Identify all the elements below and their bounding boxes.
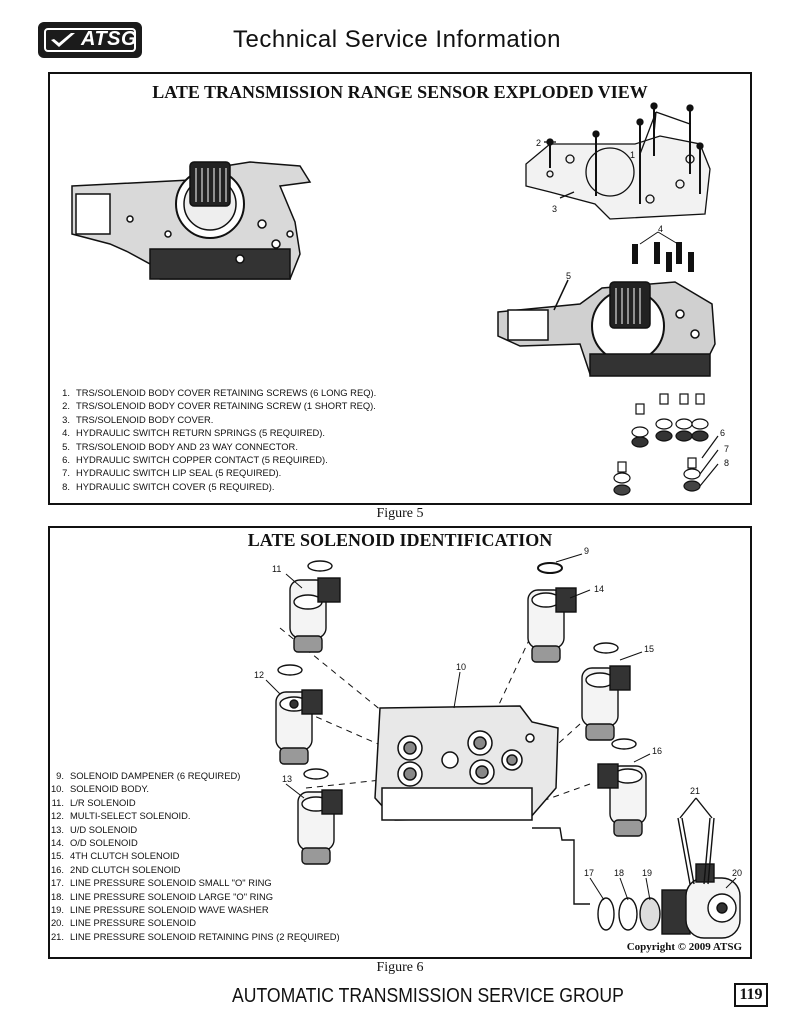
solenoid-14-drawing xyxy=(527,562,577,663)
legend-item: 16.2ND CLUTCH SOLENOID xyxy=(50,863,181,875)
page-header-title: Technical Service Information xyxy=(233,26,561,53)
legend-item: 8.HYDRAULIC SWITCH COVER (5 REQUIRED). xyxy=(62,480,275,492)
callout-20: 20 xyxy=(732,868,742,878)
line-pressure-solenoid-drawing xyxy=(532,797,741,939)
trs-body-drawing xyxy=(497,279,716,377)
callout-17: 17 xyxy=(584,868,594,878)
copyright-notice: Copyright © 2009 ATSG xyxy=(626,941,742,953)
figure6-legend: 9.SOLENOID DAMPENER (6 REQUIRED) 10.SOLE… xyxy=(46,769,340,943)
callout-5: 5 xyxy=(566,271,571,281)
figure5-title: LATE TRANSMISSION RANGE SENSOR EXPLODED … xyxy=(152,82,648,102)
legend-item: 4.HYDRAULIC SWITCH RETURN SPRINGS (5 REQ… xyxy=(62,427,325,439)
solenoid-16-drawing xyxy=(597,738,647,837)
callout-11: 11 xyxy=(272,564,281,574)
callout-16: 16 xyxy=(652,746,662,756)
solenoid-11-drawing xyxy=(289,560,341,653)
legend-item: 17.LINE PRESSURE SOLENOID SMALL "O" RING xyxy=(50,877,272,889)
solenoid-12-drawing xyxy=(275,664,323,765)
legend-item: 12.MULTI-SELECT SOLENOID. xyxy=(50,810,191,822)
callout-13: 13 xyxy=(282,774,292,784)
callout-leaders xyxy=(265,553,737,901)
callout-9: 9 xyxy=(584,546,589,556)
legend-item: 15.4TH CLUTCH SOLENOID xyxy=(50,850,180,862)
callout-18: 18 xyxy=(614,868,624,878)
legend-item: 14.O/D SOLENOID xyxy=(50,837,138,849)
legend-item: 20.LINE PRESSURE SOLENOID xyxy=(50,917,197,929)
figure5-caption: Figure 5 xyxy=(376,506,424,521)
trs-assembly-drawing xyxy=(71,161,312,280)
hydraulic-switch-parts-drawing xyxy=(613,393,719,496)
legend-item: 3.TRS/SOLENOID BODY COVER. xyxy=(62,413,214,425)
legend-item: 7.HYDRAULIC SWITCH LIP SEAL (5 REQUIRED)… xyxy=(62,467,282,479)
solenoid-identification-illustration: 9 10 11 12 13 14 15 16 17 18 19 20 21 xyxy=(254,546,742,939)
callout-19: 19 xyxy=(642,868,652,878)
footer-title: AUTOMATIC TRANSMISSION SERVICE GROUP xyxy=(232,985,624,1007)
logo-text: ATSG xyxy=(81,28,138,50)
atsg-logo: ATSG xyxy=(38,22,142,58)
callout-10: 10 xyxy=(456,662,466,672)
solenoid-15-drawing xyxy=(581,642,631,741)
legend-item: 9.SOLENOID DAMPENER (6 REQUIRED) xyxy=(56,770,241,781)
solenoid-13-drawing xyxy=(297,768,343,865)
callout-21: 21 xyxy=(690,786,700,796)
callout-7: 7 xyxy=(724,444,729,454)
checkmark-icon xyxy=(51,33,75,47)
legend-item: 5.TRS/SOLENOID BODY AND 23 WAY CONNECTOR… xyxy=(62,440,298,452)
callout-15: 15 xyxy=(644,644,654,654)
solenoid-body-drawing xyxy=(374,705,559,821)
page-number: 119 xyxy=(734,983,768,1007)
legend-item: 2.TRS/SOLENOID BODY COVER RETAINING SCRE… xyxy=(62,400,376,412)
figure5-legend: 1.TRS/SOLENOID BODY COVER RETAINING SCRE… xyxy=(52,386,376,493)
figure5-panel: LATE TRANSMISSION RANGE SENSOR EXPLODED … xyxy=(48,72,752,505)
figure6-panel: LATE SOLENOID IDENTIFICATION xyxy=(48,526,752,959)
callout-14: 14 xyxy=(594,584,604,594)
legend-item: 18.LINE PRESSURE SOLENOID LARGE "O" RING xyxy=(50,890,274,902)
figure6-title: LATE SOLENOID IDENTIFICATION xyxy=(247,530,553,550)
callout-2: 2 xyxy=(536,138,541,148)
figure6-caption: Figure 6 xyxy=(376,960,424,975)
callout-4: 4 xyxy=(658,224,663,234)
callout-3: 3 xyxy=(552,204,557,214)
trs-cover-drawing xyxy=(525,102,711,220)
legend-item: 10.SOLENOID BODY. xyxy=(50,783,150,795)
legend-item: 6.HYDRAULIC SWITCH COPPER CONTACT (5 REQ… xyxy=(62,454,328,466)
callout-1: 1 xyxy=(630,150,635,160)
callout-12: 12 xyxy=(254,670,264,680)
legend-item: 1.TRS/SOLENOID BODY COVER RETAINING SCRE… xyxy=(62,387,377,398)
legend-item: 19.LINE PRESSURE SOLENOID WAVE WASHER xyxy=(50,904,269,916)
trs-exploded-view-illustration: 1 2 3 4 5 6 7 8 xyxy=(71,102,729,496)
return-springs-drawing xyxy=(632,231,694,272)
dampener-9-drawing xyxy=(537,562,563,574)
legend-item: 13.U/D SOLENOID xyxy=(50,823,138,835)
callout-8: 8 xyxy=(724,458,729,468)
callout-6: 6 xyxy=(720,428,725,438)
legend-item: 21.LINE PRESSURE SOLENOID RETAINING PINS… xyxy=(50,930,340,942)
legend-item: 11.L/R SOLENOID xyxy=(51,796,136,808)
